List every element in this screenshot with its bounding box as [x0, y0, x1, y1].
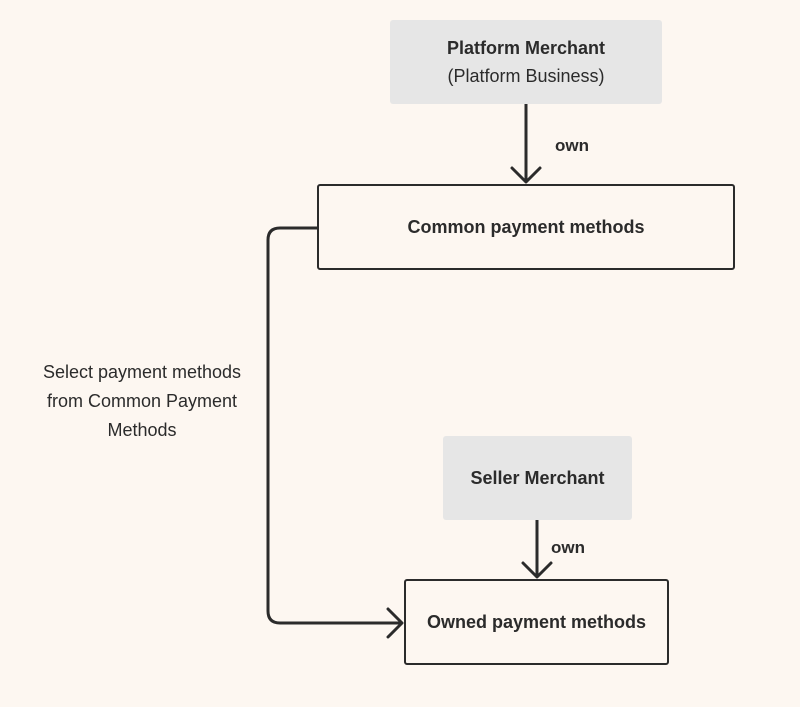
- edge-platform-to-common: [510, 104, 542, 184]
- common-payment-methods-label: Common payment methods: [407, 217, 645, 237]
- select-label-line-2: from Common Payment: [46, 391, 238, 411]
- select-label-line-1: Select payment methods: [42, 362, 242, 382]
- edge-seller-to-owned: [521, 520, 553, 579]
- select-payment-methods-label: Select payment methods from Common Payme…: [20, 358, 264, 445]
- platform-merchant-title: Platform Merchant: [446, 38, 606, 58]
- owned-payment-methods-label: Owned payment methods: [426, 612, 647, 632]
- edge-label-own-platform: own: [555, 136, 589, 155]
- common-payment-methods-node: Common payment methods: [317, 184, 735, 270]
- owned-payment-methods-node: Owned payment methods: [404, 579, 669, 665]
- edge-common-to-owned: [266, 226, 404, 639]
- platform-merchant-node: Platform Merchant (Platform Business): [390, 20, 662, 104]
- select-label-line-3: Methods: [107, 420, 177, 440]
- platform-merchant-subtitle: (Platform Business): [447, 66, 605, 86]
- edge-label-own-seller: own: [551, 538, 585, 557]
- seller-merchant-node: Seller Merchant: [443, 436, 632, 520]
- seller-merchant-title: Seller Merchant: [470, 468, 605, 488]
